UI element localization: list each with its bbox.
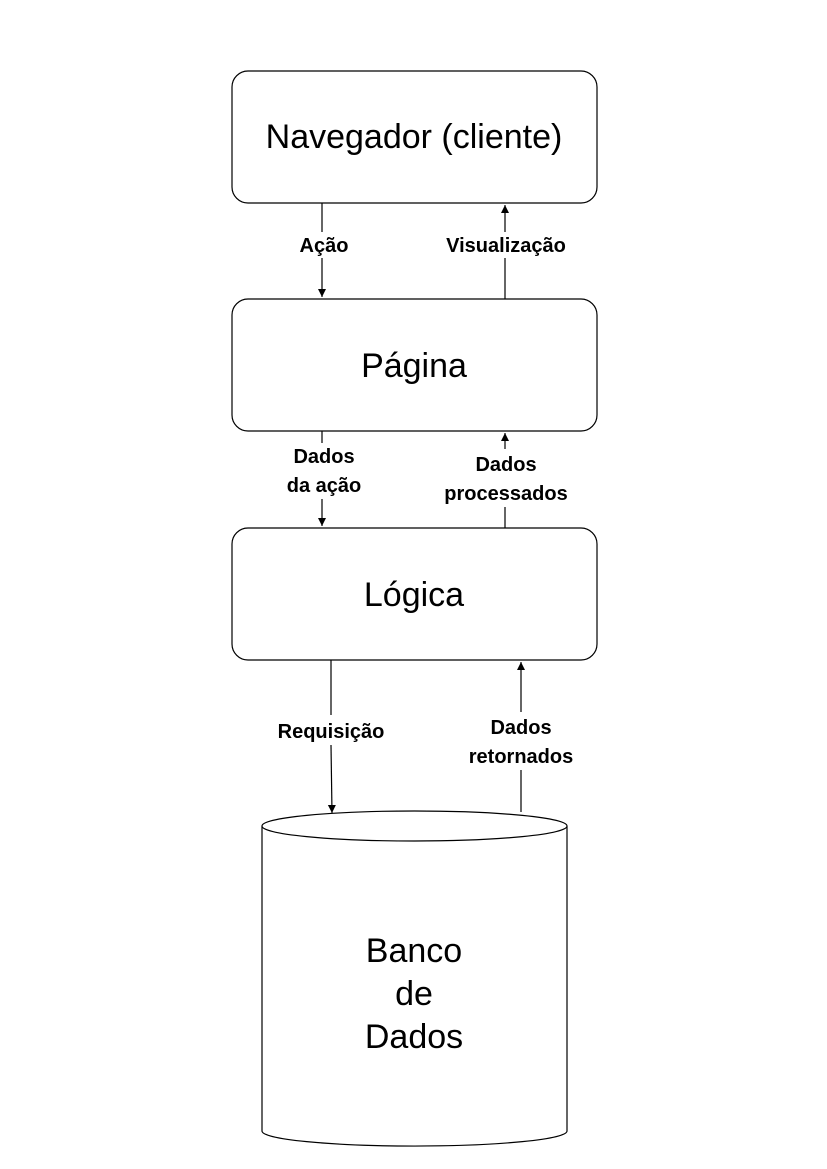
database-label-line-1: Banco [366, 932, 462, 970]
edge-processed-data-label-line-1: Dados [475, 454, 536, 476]
edge-action-data: Dados da ação [287, 431, 361, 526]
edge-processed-data-label-line-2: processados [444, 483, 567, 505]
edge-processed-data: Dados processados [444, 433, 568, 528]
browser-node: Navegador (cliente) [231, 70, 598, 204]
logic-node-label: Lógica [364, 576, 464, 614]
logic-node: Lógica [231, 527, 598, 661]
edge-action-label: Ação [300, 235, 349, 257]
database-label-line-3: Dados [365, 1018, 463, 1056]
page-node: Página [231, 298, 598, 432]
edge-returned-data-label-line-2: retornados [469, 746, 573, 768]
edge-returned-data: Dados retornados [469, 662, 573, 812]
edge-view-label: Visualização [446, 235, 566, 257]
edge-returned-data-label-line-1: Dados [490, 717, 551, 739]
edge-action-data-label-line-2: da ação [287, 475, 361, 497]
edge-action-data-label-line-1: Dados [293, 446, 354, 468]
edge-view: Visualização [446, 205, 566, 299]
database-label-line-2: de [395, 975, 433, 1013]
page-node-label: Página [361, 347, 467, 385]
browser-node-label: Navegador (cliente) [266, 118, 563, 156]
edge-request-label: Requisição [278, 721, 385, 743]
edge-request: Requisição [278, 660, 385, 814]
database-node: Banco de Dados [261, 810, 568, 1147]
edge-action: Ação [300, 203, 349, 297]
